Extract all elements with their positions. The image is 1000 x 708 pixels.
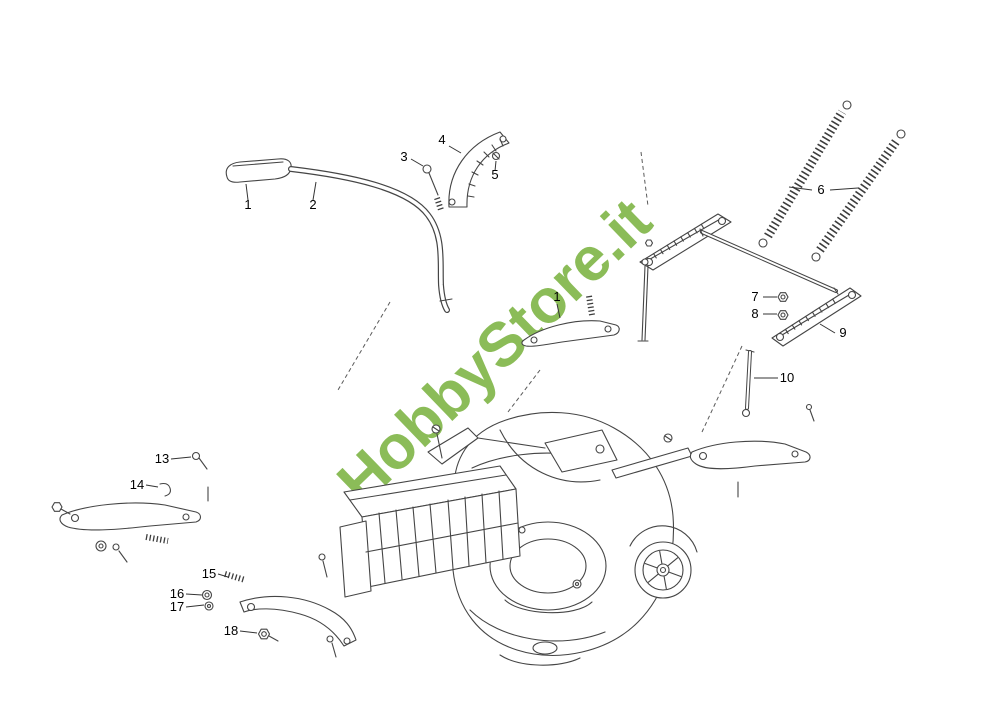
part-label-5: 5 bbox=[491, 167, 498, 182]
construction-lines bbox=[337, 151, 743, 433]
washer-17 bbox=[204, 601, 214, 611]
vertical-link bbox=[637, 258, 649, 342]
screw-5 bbox=[491, 151, 501, 161]
part-label-10: 10 bbox=[780, 370, 794, 385]
lever-arm-center bbox=[521, 295, 620, 347]
tension-springs bbox=[758, 100, 906, 262]
toothed-quadrant bbox=[448, 131, 510, 208]
lever-arm-left bbox=[59, 502, 202, 531]
hook-14 bbox=[159, 482, 171, 497]
hex-nut-8 bbox=[777, 310, 789, 320]
right-lever-hardware bbox=[663, 403, 815, 498]
handle-grip bbox=[225, 158, 292, 183]
lever-arm-right bbox=[689, 440, 811, 470]
part-label-13: 13 bbox=[155, 451, 169, 466]
discharge-chute bbox=[339, 465, 521, 598]
part-labels: 1 2 3 4 5 6 7 8 9 10 1 13 14 15 16 17 18 bbox=[130, 132, 847, 638]
part-label-18: 18 bbox=[224, 623, 238, 638]
part-label-17: 17 bbox=[170, 599, 184, 614]
bolt-18 bbox=[257, 628, 279, 642]
part-label-14: 14 bbox=[130, 477, 144, 492]
bottom-lever-hardware bbox=[318, 553, 337, 658]
long-cross-rod bbox=[699, 228, 839, 295]
part-label-7: 7 bbox=[751, 289, 758, 304]
lever-arm-bottom bbox=[239, 595, 357, 647]
part-label-6: 6 bbox=[817, 182, 824, 197]
adjuster-rack-lower bbox=[771, 287, 862, 347]
part-label-2: 2 bbox=[309, 197, 316, 212]
washer-16 bbox=[201, 589, 213, 601]
part-label-15: 15 bbox=[202, 566, 216, 581]
rear-wheel bbox=[634, 541, 692, 599]
part-label-1: 1 bbox=[244, 197, 251, 212]
part-label-16: 16 bbox=[170, 586, 184, 601]
link-rod-10 bbox=[741, 349, 755, 418]
part-label-3: 3 bbox=[400, 149, 407, 164]
part-label-11: 1 bbox=[553, 289, 560, 304]
left-lever-hardware bbox=[51, 486, 209, 563]
part-label-8: 8 bbox=[751, 306, 758, 321]
screw-3 bbox=[422, 164, 444, 211]
part-label-4: 4 bbox=[438, 132, 445, 147]
hex-nut-7 bbox=[777, 292, 789, 302]
part-label-9: 9 bbox=[839, 325, 846, 340]
leader-lines bbox=[145, 145, 859, 634]
handle-tube bbox=[288, 166, 453, 313]
screw-13 bbox=[191, 451, 208, 470]
